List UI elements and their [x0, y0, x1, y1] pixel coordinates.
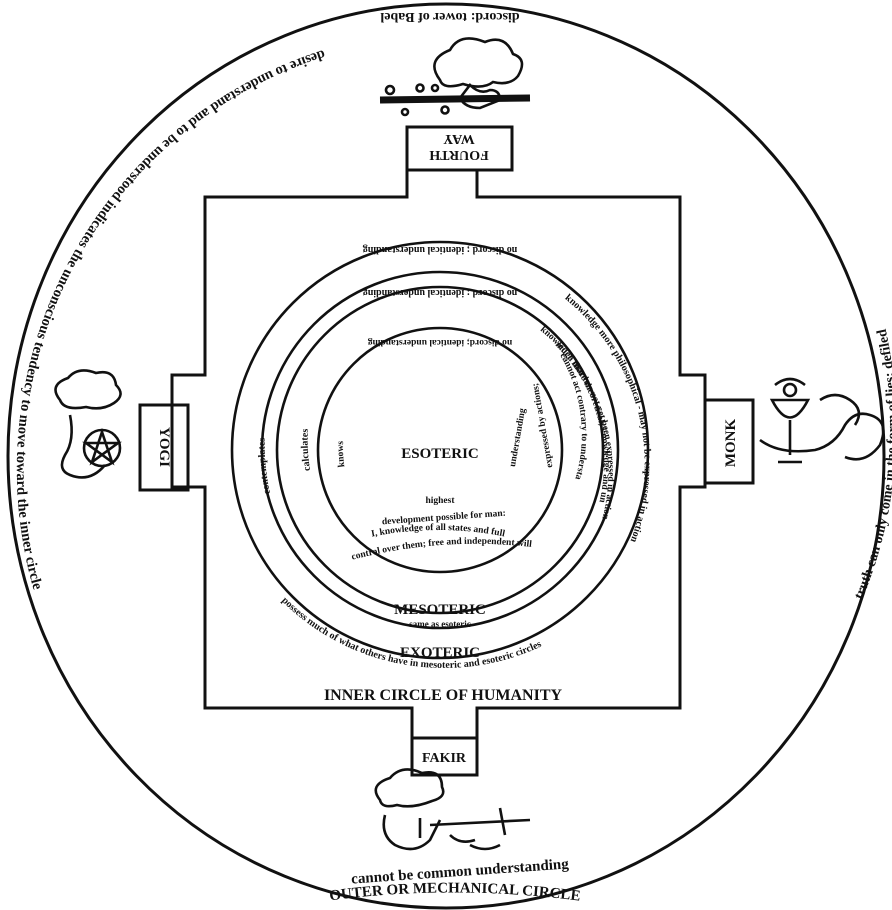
esoteric-left-arc: knows	[336, 440, 347, 467]
esoteric-bottom-line4: control over them; free and independent …	[351, 537, 533, 563]
esoteric-right-arc-1: understanding	[508, 407, 528, 467]
hand-with-branch-icon	[380, 38, 530, 115]
gate-top-label-2: WAY	[443, 131, 474, 146]
esoteric-top-arc: no discord; identical understanding	[368, 337, 513, 347]
esoteric-bottom-line1: highest	[425, 496, 455, 506]
exoteric-left-arc: contemplates	[257, 437, 273, 495]
mesoteric-top-arc: no discord ; identical understanding	[363, 287, 517, 298]
outer-top-text: discord: tower of Babel	[380, 9, 519, 24]
gate-bottom-label: FAKIR	[422, 751, 467, 766]
gate-top-label-1: FOURTH	[429, 147, 489, 162]
esoteric-title: ESOTERIC	[401, 446, 479, 462]
hand-with-pentacle-icon	[56, 370, 121, 477]
mesoteric-left-arc: calculates	[300, 428, 314, 471]
gate-right-label: MONK	[723, 419, 739, 468]
gate-left-label: YOGI	[156, 427, 172, 467]
hand-with-sword-icon	[376, 769, 530, 849]
mesoteric-subtitle: same as esoteric	[409, 619, 470, 629]
exoteric-top-arc: no discord ; identical understanding	[363, 244, 517, 255]
mesoteric-title: MESOTERIC	[394, 602, 486, 618]
hand-with-chalice-icon	[760, 379, 883, 462]
inner-circle-label: INNER CIRCLE OF HUMANITY	[324, 687, 563, 704]
esoteric-right-arc-2: expressed by actions;	[531, 382, 556, 468]
